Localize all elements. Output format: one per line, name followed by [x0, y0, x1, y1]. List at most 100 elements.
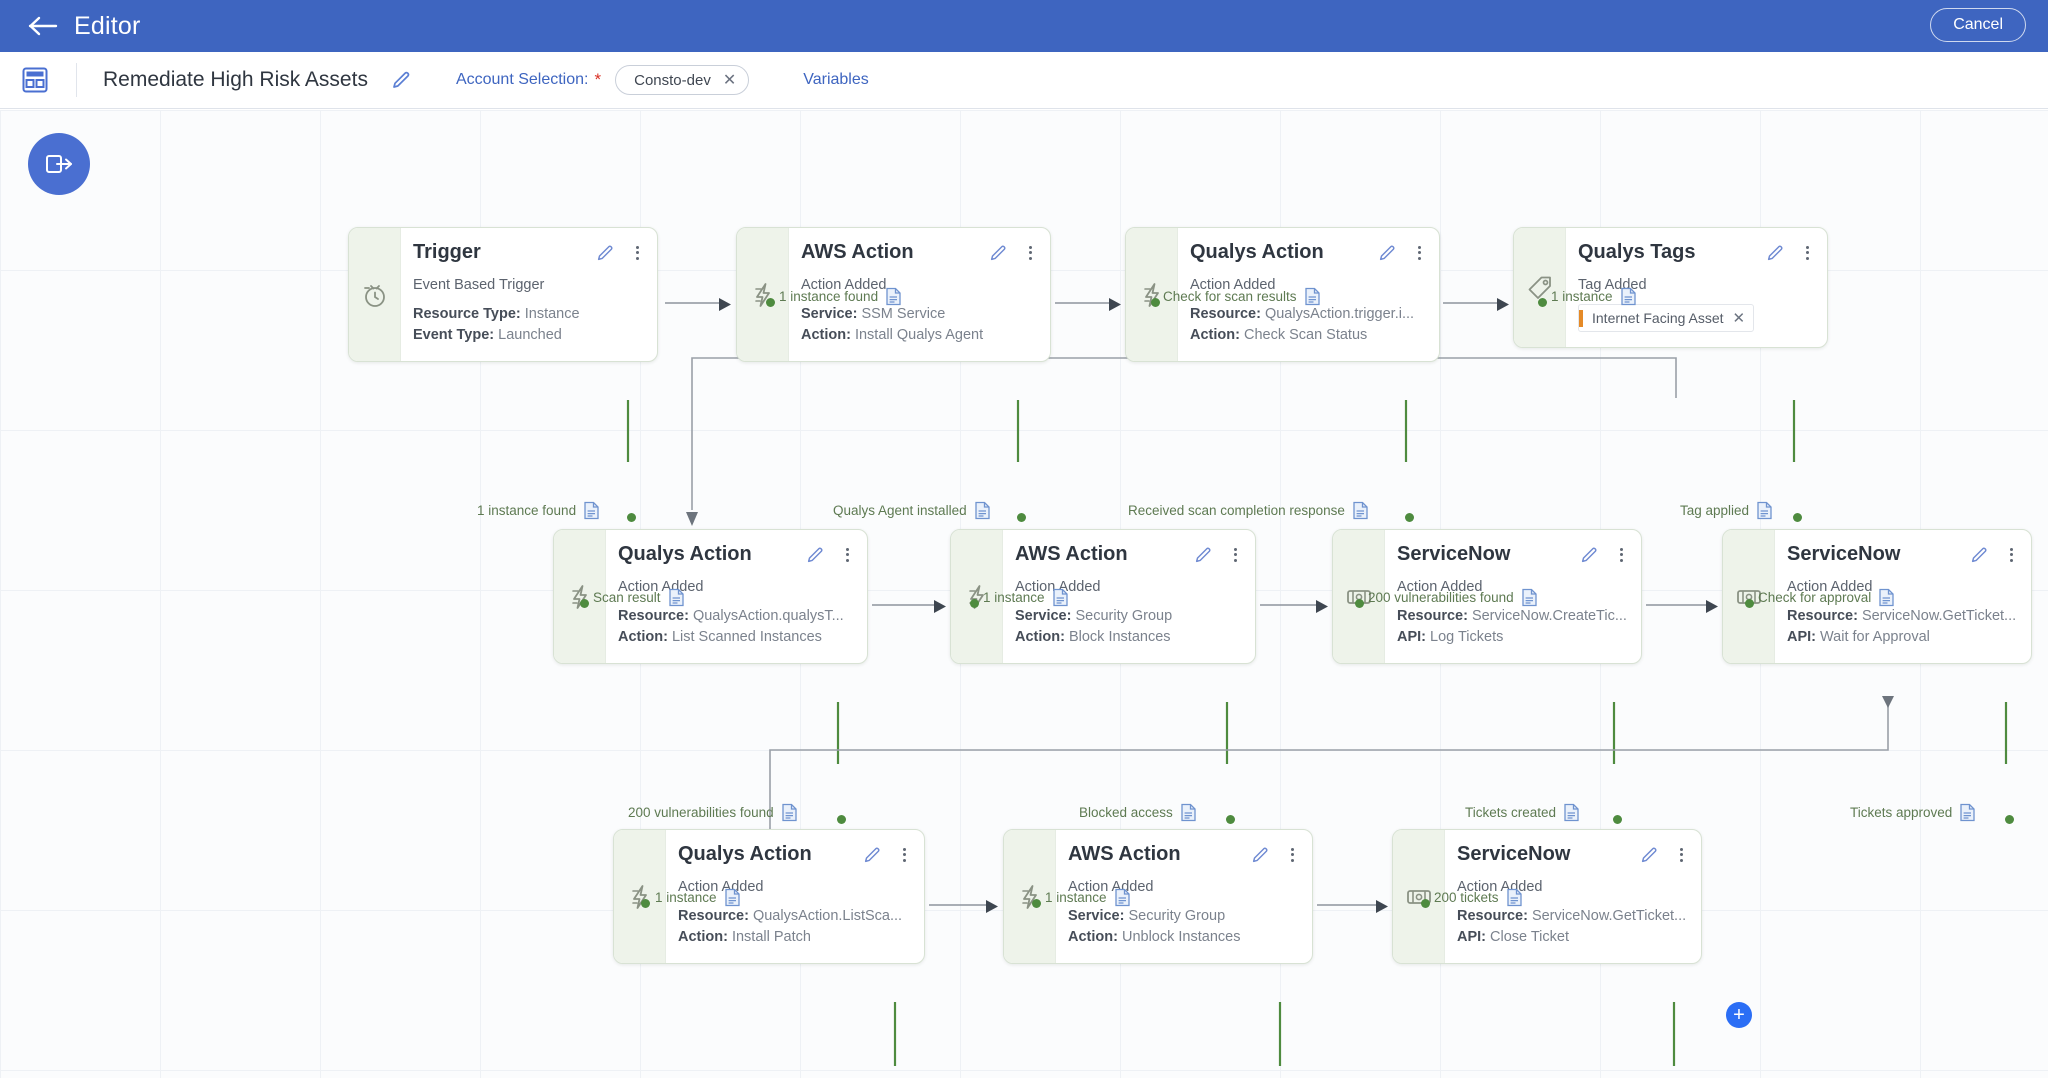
workflow-node-servicenow-close-ticket[interactable]: ServiceNow Action Added Resource: Servic…: [1392, 829, 1702, 965]
document-icon[interactable]: [1114, 888, 1131, 907]
document-icon[interactable]: [1506, 888, 1523, 907]
document-icon[interactable]: [1052, 588, 1069, 607]
workflow-canvas[interactable]: + Trigger Event Based Trigger Resource T…: [0, 110, 2048, 1078]
kebab-menu-icon[interactable]: [1022, 244, 1038, 262]
pencil-icon[interactable]: [988, 243, 1008, 263]
kebab-menu-icon[interactable]: [896, 846, 912, 864]
document-icon[interactable]: [1352, 501, 1369, 520]
node-status: Action Added: [1015, 579, 1101, 595]
document-icon[interactable]: [724, 888, 741, 907]
kebab-menu-icon[interactable]: [1284, 846, 1300, 864]
kebab-menu-icon[interactable]: [1613, 546, 1629, 564]
workflow-node-servicenow-log-tickets[interactable]: ServiceNow Action Added Resource: Servic…: [1332, 529, 1642, 665]
workflow-node-trigger[interactable]: Trigger Event Based Trigger Resource Typ…: [348, 227, 658, 363]
pencil-icon[interactable]: [1639, 845, 1659, 865]
port-dot-in-qualys-check[interactable]: [1151, 298, 1160, 307]
port-dot-out-trigger[interactable]: [627, 513, 636, 522]
port-dot-in-aws-block[interactable]: [970, 599, 979, 608]
document-icon[interactable]: [1878, 588, 1895, 607]
app-bar: Editor Cancel: [0, 0, 2048, 52]
account-selection: Account Selection: * Consto-dev ✕: [456, 65, 750, 95]
pencil-icon[interactable]: [1579, 545, 1599, 565]
port-dot-out-servicenow-wait[interactable]: [2005, 815, 2014, 824]
port-dot-out-aws-install[interactable]: [1017, 513, 1026, 522]
node-detail-line: Resource: ServiceNow.GetTicket...: [1787, 608, 2017, 624]
add-node-button[interactable]: +: [1726, 1002, 1752, 1028]
pencil-icon[interactable]: [1193, 545, 1213, 565]
kebab-menu-icon[interactable]: [1799, 244, 1815, 262]
document-icon[interactable]: [781, 803, 798, 822]
document-icon[interactable]: [668, 588, 685, 607]
document-icon[interactable]: [1521, 588, 1538, 607]
kebab-menu-icon[interactable]: [839, 546, 855, 564]
start-node-badge[interactable]: [28, 133, 90, 195]
port-dot-in-servicenow-wait[interactable]: [1745, 599, 1754, 608]
node-title: ServiceNow: [1787, 543, 1901, 565]
document-icon[interactable]: [885, 287, 902, 306]
pencil-icon[interactable]: [390, 69, 412, 91]
pencil-icon[interactable]: [805, 545, 825, 565]
variables-link[interactable]: Variables: [803, 71, 869, 88]
workflow-node-aws-unblock-instances[interactable]: AWS Action Action Added Service: Securit…: [1003, 829, 1313, 965]
document-icon[interactable]: [1756, 501, 1773, 520]
kebab-menu-icon[interactable]: [629, 244, 645, 262]
port-dot-out-aws-block[interactable]: [1226, 815, 1235, 824]
kebab-menu-icon[interactable]: [1673, 846, 1689, 864]
node-detail-line: Action: Check Scan Status: [1190, 327, 1368, 344]
port-label-out-qualys-tags: Tag applied: [1680, 501, 1773, 520]
node-title: Qualys Tags: [1578, 241, 1696, 263]
workflow-node-aws-block-instances[interactable]: AWS Action Action Added Service: Securit…: [950, 529, 1256, 665]
document-icon[interactable]: [974, 501, 991, 520]
node-header: Qualys Action: [678, 843, 912, 866]
node-header: AWS Action: [1068, 843, 1300, 866]
document-icon[interactable]: [583, 501, 600, 520]
pencil-icon[interactable]: [595, 243, 615, 263]
document-icon[interactable]: [1180, 803, 1197, 822]
close-icon[interactable]: ✕: [722, 72, 737, 89]
ticket-icon: [1333, 530, 1385, 664]
port-dot-out-servicenow-log[interactable]: [1613, 815, 1622, 824]
node-title: AWS Action: [1068, 843, 1181, 865]
port-dot-in-qualys-patch[interactable]: [641, 899, 650, 908]
port-dot-in-aws-install[interactable]: [766, 298, 775, 307]
kebab-menu-icon[interactable]: [2003, 546, 2019, 564]
pencil-icon[interactable]: [1250, 845, 1270, 865]
node-status: Event Based Trigger: [413, 277, 545, 293]
port-dot-in-servicenow-close[interactable]: [1421, 899, 1430, 908]
workflow-node-qualys-tags[interactable]: Qualys Tags Tag Added Internet Facing As…: [1513, 227, 1828, 348]
tag-chip[interactable]: Internet Facing Asset ✕: [1578, 304, 1755, 332]
workflow-node-qualys-install-patch[interactable]: Qualys Action Action Added Resource: Qua…: [613, 829, 925, 965]
port-dot-in-qualys-list[interactable]: [580, 599, 589, 608]
port-label-text: Tickets approved: [1850, 805, 1953, 820]
workflow-node-qualys-check-scan[interactable]: Qualys Action Action Added Resource: Qua…: [1125, 227, 1440, 363]
workflow-node-qualys-list-scanned[interactable]: Qualys Action Action Added Resource: Qua…: [553, 529, 868, 665]
node-body: ServiceNow Action Added Resource: Servic…: [1385, 530, 1641, 663]
document-icon[interactable]: [1620, 287, 1637, 306]
port-dot-in-aws-unblock[interactable]: [1032, 899, 1041, 908]
workflow-node-servicenow-wait-approval[interactable]: ServiceNow Action Added Resource: Servic…: [1722, 529, 2032, 665]
port-label-text: Received scan completion response: [1128, 503, 1345, 518]
arrow-left-icon[interactable]: [26, 9, 60, 43]
pencil-icon[interactable]: [1765, 243, 1785, 263]
port-dot-in-servicenow-log[interactable]: [1355, 599, 1364, 608]
pencil-icon[interactable]: [862, 845, 882, 865]
timer-icon: [349, 228, 401, 362]
bolt-icon: [614, 830, 666, 964]
account-chip[interactable]: Consto-dev ✕: [615, 65, 750, 95]
divider: [76, 63, 77, 97]
port-dot-out-qualys-list[interactable]: [837, 815, 846, 824]
document-icon[interactable]: [1959, 803, 1976, 822]
pencil-icon[interactable]: [1377, 243, 1397, 263]
port-dot-in-qualys-tags[interactable]: [1538, 298, 1547, 307]
close-icon[interactable]: ✕: [1732, 310, 1746, 327]
document-icon[interactable]: [1563, 803, 1580, 822]
kebab-menu-icon[interactable]: [1227, 546, 1243, 564]
port-dot-out-qualys-tags[interactable]: [1793, 513, 1802, 522]
node-status: Action Added: [618, 579, 704, 595]
workflow-name: Remediate High Risk Assets: [103, 68, 368, 91]
kebab-menu-icon[interactable]: [1411, 244, 1427, 262]
cancel-button[interactable]: Cancel: [1930, 8, 2026, 42]
pencil-icon[interactable]: [1969, 545, 1989, 565]
document-icon[interactable]: [1304, 287, 1321, 306]
port-dot-out-qualys-check[interactable]: [1405, 513, 1414, 522]
